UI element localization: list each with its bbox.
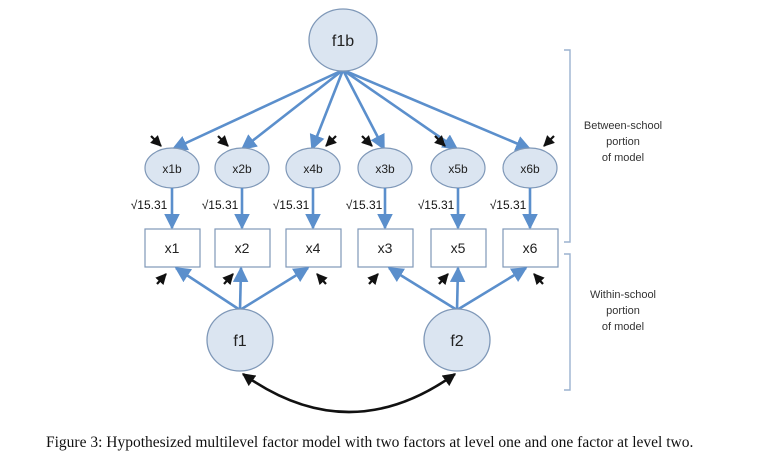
node-x4b: x4b bbox=[285, 147, 341, 189]
between-bracket bbox=[564, 49, 571, 243]
box-x2-label: x2 bbox=[235, 240, 250, 256]
loading-f1-x4 bbox=[239, 266, 310, 312]
box-x6-label: x6 bbox=[523, 240, 538, 256]
loading-f1b-x1b bbox=[171, 68, 344, 151]
within-bracket bbox=[564, 253, 571, 391]
residual-x6 bbox=[533, 273, 545, 286]
between-label-line1: Between-school bbox=[584, 120, 662, 132]
loading-f1-x1 bbox=[174, 266, 241, 312]
box-x4-label: x4 bbox=[306, 240, 321, 256]
node-x1b-label: x1b bbox=[162, 162, 182, 176]
figure-caption: Figure 3: Hypothesized multilevel factor… bbox=[46, 434, 694, 451]
loading-label-x3: √15.31 bbox=[346, 198, 383, 212]
residual-x1 bbox=[155, 273, 167, 286]
box-x5: x5 bbox=[430, 228, 487, 268]
loading-f1b-x6b bbox=[342, 68, 532, 151]
factor-covariance-curve bbox=[241, 372, 457, 414]
factor-f2: f2 bbox=[423, 308, 491, 372]
loading-f1-x2 bbox=[232, 266, 249, 311]
node-x2b-label: x2b bbox=[232, 162, 252, 176]
factor-f1b: f1b bbox=[308, 8, 378, 72]
loading-f2-x3 bbox=[387, 266, 458, 312]
loading-label-x4: √15.31 bbox=[273, 198, 310, 212]
loading-f2-x5 bbox=[449, 266, 466, 311]
within-label-line3: of model bbox=[602, 321, 644, 333]
loading-f1b-x5b bbox=[342, 68, 459, 151]
residual-x5 bbox=[437, 273, 449, 286]
box-x3-label: x3 bbox=[378, 240, 393, 256]
residual-x2b bbox=[217, 135, 229, 147]
box-x6: x6 bbox=[502, 228, 559, 268]
residual-x3 bbox=[367, 273, 379, 286]
node-x5b-label: x5b bbox=[448, 162, 468, 176]
loading-label-x1: √15.31 bbox=[131, 198, 168, 212]
node-x2b: x2b bbox=[214, 147, 270, 189]
box-x3: x3 bbox=[357, 228, 414, 268]
loading-label-x2: √15.31 bbox=[202, 198, 239, 212]
residual-x4 bbox=[316, 273, 328, 286]
residual-x2 bbox=[222, 273, 234, 286]
loading-label-x6: √15.31 bbox=[490, 198, 527, 212]
loading-f1b-x3b bbox=[341, 69, 386, 151]
within-portion-label: Within-school portion of model bbox=[590, 289, 656, 333]
box-x1: x1 bbox=[144, 228, 201, 268]
node-x3b-label: x3b bbox=[375, 162, 395, 176]
within-label-line1: Within-school bbox=[590, 289, 656, 301]
between-label-line2: portion bbox=[606, 136, 640, 148]
loading-labels: √15.31 √15.31 √15.31 √15.31 √15.31 √15.3… bbox=[131, 198, 527, 212]
observed-nodes: x1 x2 x4 x3 x5 x6 bbox=[144, 228, 559, 268]
box-x1-label: x1 bbox=[165, 240, 180, 256]
residual-x1b bbox=[150, 135, 162, 147]
residual-x6b bbox=[543, 135, 555, 147]
box-x2: x2 bbox=[214, 228, 271, 268]
within-label-line2: portion bbox=[606, 305, 640, 317]
box-x5-label: x5 bbox=[451, 240, 466, 256]
between-portion-label: Between-school portion of model bbox=[584, 120, 662, 164]
between-to-observed-paths bbox=[164, 188, 538, 230]
residual-x3b bbox=[361, 135, 373, 147]
loading-f1b-x4b bbox=[309, 69, 345, 151]
loading-f1b-x2b bbox=[240, 68, 344, 151]
between-label-line3: of model bbox=[602, 152, 644, 164]
factor-f2-label: f2 bbox=[450, 333, 463, 350]
factor-f1: f1 bbox=[206, 308, 274, 372]
node-x5b: x5b bbox=[430, 147, 486, 189]
loading-f2-x6 bbox=[456, 266, 528, 312]
node-x6b: x6b bbox=[502, 147, 558, 189]
multilevel-factor-diagram: f1b x1b x2b x4b x3b x5b bbox=[131, 8, 662, 414]
factor-f1b-label: f1b bbox=[332, 33, 354, 50]
loading-label-x5: √15.31 bbox=[418, 198, 455, 212]
box-x4: x4 bbox=[285, 228, 342, 268]
f1b-loadings bbox=[171, 68, 532, 151]
node-x1b: x1b bbox=[144, 147, 200, 189]
within-loadings bbox=[174, 266, 528, 312]
node-x3b: x3b bbox=[357, 147, 413, 189]
node-x4b-label: x4b bbox=[303, 162, 323, 176]
residual-x4b bbox=[325, 135, 337, 147]
between-residual-arrows bbox=[150, 135, 555, 147]
node-x6b-label: x6b bbox=[520, 162, 540, 176]
within-residual-arrows bbox=[155, 273, 545, 286]
residual-x5b bbox=[434, 135, 446, 147]
factor-f1-label: f1 bbox=[233, 333, 246, 350]
between-nodes: x1b x2b x4b x3b x5b x6b bbox=[144, 147, 558, 189]
